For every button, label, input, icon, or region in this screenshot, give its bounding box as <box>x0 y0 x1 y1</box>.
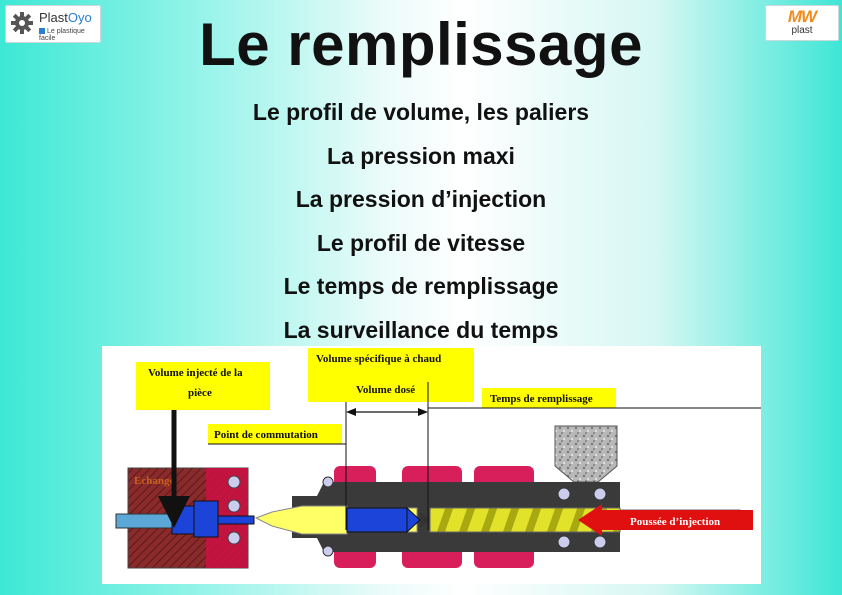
injection-unit-diagram: Echange Poussée d’injection Volume injec… <box>102 346 761 584</box>
bolt-icon <box>557 487 571 501</box>
diagram-svg: Echange Poussée d’injection Volume injec… <box>102 346 761 584</box>
mwplast-sub: plast <box>791 25 813 36</box>
plastoyo-tagline: Le plastique facile <box>39 28 85 42</box>
check-ring <box>406 506 421 534</box>
volume-injecte-box <box>136 362 270 410</box>
temps-remplissage-box <box>482 388 616 408</box>
checkbox-icon <box>39 28 45 35</box>
arrowhead-icon <box>158 496 190 528</box>
bolt-icon <box>322 545 334 557</box>
bullet-item: La pression d’injection <box>295 186 547 212</box>
cooling-channel-icon <box>227 499 241 513</box>
plastoyo-brand: PlastOyo <box>39 10 92 25</box>
volume-dose-label: Volume dosé <box>356 384 415 396</box>
screw-tip <box>420 512 430 528</box>
bullet-item: Le profil de vitesse <box>316 229 526 256</box>
volume-specifique-label: Volume spécifique à chaud <box>316 353 441 365</box>
bullet-item: Le temps de remplissage <box>283 273 559 299</box>
page-title: Le remplissage <box>199 11 643 78</box>
bolt-icon <box>557 535 571 549</box>
mold-cavity <box>193 500 219 538</box>
temps-remplissage-label: Temps de remplissage <box>490 393 593 405</box>
echange-label: Echange <box>134 475 174 487</box>
bullet-list: Le profil de volume, les paliers La pres… <box>0 96 842 357</box>
point-commutation-label: Point de commutation <box>214 429 318 441</box>
gear-icon <box>11 12 33 34</box>
plastoyo-logo: PlastOyo Le plastique facile <box>5 5 101 43</box>
mwplast-logo: MW plast <box>765 5 839 41</box>
bolt-icon <box>322 476 334 488</box>
cooling-channel-icon <box>227 531 241 545</box>
bullet-item: Le profil de volume, les paliers <box>252 99 590 125</box>
hopper <box>554 425 618 483</box>
ejector-bar <box>115 513 173 529</box>
cooling-channel-icon <box>227 475 241 489</box>
volume-injecte-label: Volume injecté de la <box>148 367 243 379</box>
injection-thrust-arrow <box>578 504 753 536</box>
point-commutation-box <box>208 424 342 444</box>
volume-specifique-box <box>308 348 474 402</box>
shot-volume <box>346 507 408 533</box>
bullet-item: La pression maxi <box>327 142 515 169</box>
poussee-label: Poussée d’injection <box>630 516 720 528</box>
volume-injecte-label: pièce <box>188 387 212 399</box>
sprue <box>217 515 255 525</box>
bolt-icon <box>593 487 607 501</box>
arrowhead-icon <box>346 408 356 416</box>
mwplast-brand: MW <box>787 7 817 26</box>
bullet-item: La surveillance du temps <box>283 316 559 343</box>
arrowhead-icon <box>418 408 428 416</box>
bolt-icon <box>593 535 607 549</box>
